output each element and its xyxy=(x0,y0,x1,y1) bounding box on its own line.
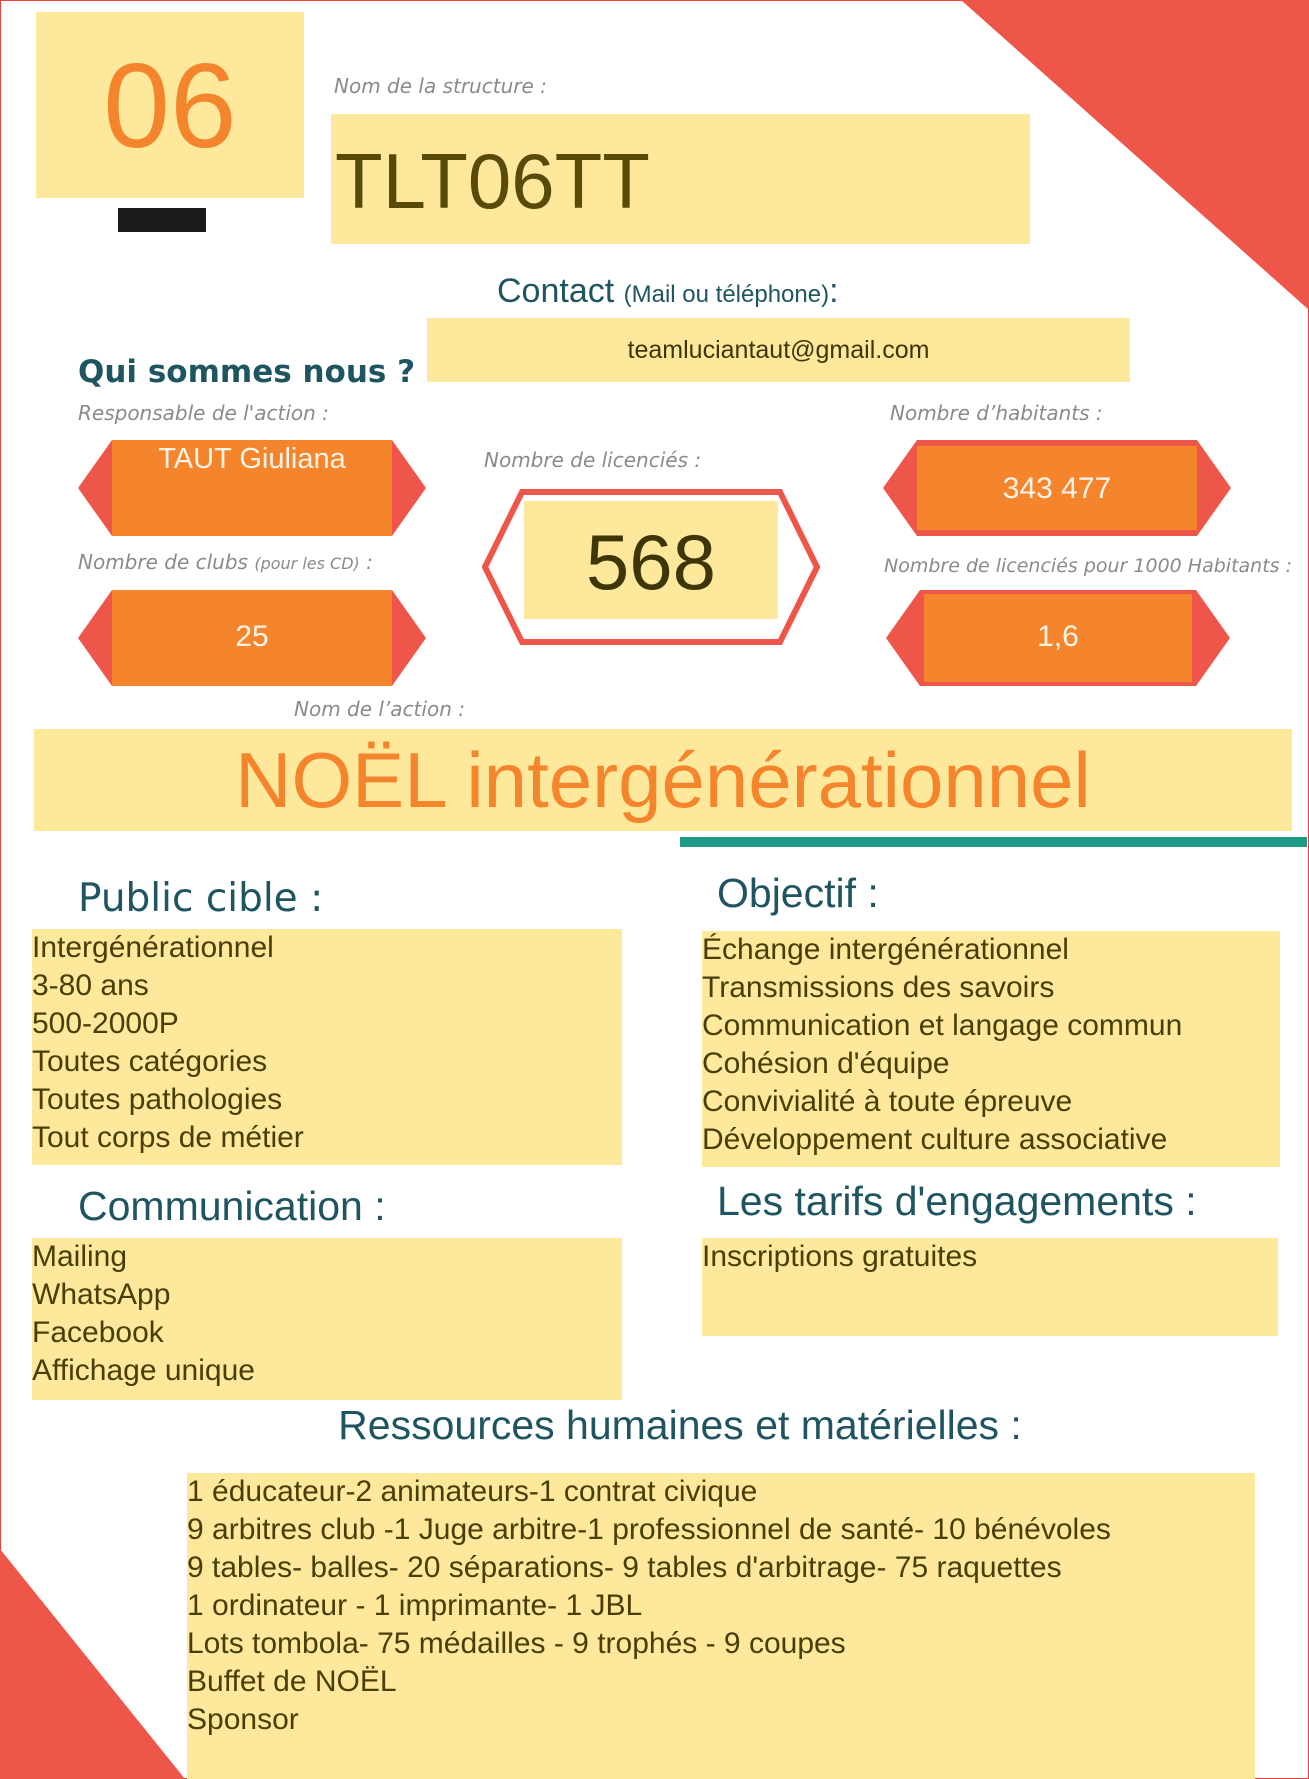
contact-label-main: Contact xyxy=(497,272,615,310)
list-item: Transmissions des savoirs xyxy=(702,971,1055,1004)
habitants-label: Nombre d’habitants : xyxy=(890,401,1103,425)
objectif-title: Objectif : xyxy=(717,870,879,916)
licencies-hex: 568 xyxy=(482,489,820,645)
clubs-label-sub: (pour les CD) xyxy=(254,554,360,573)
list-item: 1 éducateur-2 animateurs-1 contrat civiq… xyxy=(187,1475,758,1508)
list-item: Sponsor xyxy=(187,1703,299,1736)
list-item: Affichage unique xyxy=(32,1354,255,1387)
list-item: Intergénérationnel xyxy=(32,931,274,964)
list-item: Développement culture associative xyxy=(702,1123,1168,1156)
responsable-hex-shape xyxy=(78,440,426,536)
list-item: 3-80 ans xyxy=(32,969,149,1002)
structure-label: Nom de la structure : xyxy=(334,74,547,98)
clubs-hex-shape xyxy=(78,590,426,686)
list-item: Facebook xyxy=(32,1316,164,1349)
structure-name: TLT06TT xyxy=(335,137,650,225)
list-item: Convivialité à toute épreuve xyxy=(702,1085,1073,1118)
list-item: Toutes pathologies xyxy=(32,1083,283,1116)
department-box: 06 xyxy=(36,12,304,198)
list-item: WhatsApp xyxy=(32,1278,171,1311)
clubs-label-colon: : xyxy=(366,550,373,574)
action-label: Nom de l’action : xyxy=(294,697,465,721)
ressources-title: Ressources humaines et matérielles : xyxy=(338,1402,1022,1448)
contact-value: teamluciantaut@gmail.com xyxy=(627,336,930,364)
habitants-hex-shape xyxy=(883,440,1231,536)
list-item: Cohésion d'équipe xyxy=(702,1047,950,1080)
communication-title: Communication : xyxy=(78,1183,386,1229)
communication-box: Mailing WhatsApp Facebook Affichage uniq… xyxy=(32,1238,622,1400)
list-item: Mailing xyxy=(32,1240,128,1273)
action-box: NOËL intergénérationnel xyxy=(34,729,1292,831)
clubs-hex: 25 xyxy=(78,590,426,686)
list-item: Lots tombola- 75 médailles - 9 trophés -… xyxy=(187,1627,846,1660)
responsable-hex: TAUT Giuliana xyxy=(78,440,426,536)
habitants-hex: 343 477 xyxy=(883,440,1231,536)
list-item: Communication et langage commun xyxy=(702,1009,1183,1042)
public-title: Public cible : xyxy=(78,876,324,921)
ressources-box: 1 éducateur-2 animateurs-1 contrat civiq… xyxy=(187,1473,1255,1779)
list-item: Inscriptions gratuites xyxy=(702,1240,978,1273)
licencies-hex-shape xyxy=(482,489,820,645)
clubs-label: Nombre de clubs (pour les CD) : xyxy=(78,550,373,574)
contact-label: Contact (Mail ou téléphone): xyxy=(497,272,839,311)
clubs-value: 25 xyxy=(235,620,269,653)
list-item: 1 ordinateur - 1 imprimante- 1 JBL xyxy=(187,1589,643,1622)
list-item: Tout corps de métier xyxy=(32,1121,304,1154)
ratio-hex: 1,6 xyxy=(886,590,1230,686)
action-name: NOËL intergénérationnel xyxy=(235,736,1091,824)
department-number: 06 xyxy=(103,39,237,173)
redaction-bar xyxy=(118,208,206,232)
licencies-label: Nombre de licenciés : xyxy=(484,448,702,472)
public-box: Intergénérationnel 3-80 ans 500-2000P To… xyxy=(32,929,622,1165)
objectif-box: Échange intergénérationnel Transmissions… xyxy=(702,931,1280,1167)
list-item: 500-2000P xyxy=(32,1007,179,1040)
tarifs-title: Les tarifs d'engagements : xyxy=(717,1178,1197,1224)
corner-triangle-bottom-left xyxy=(0,1549,185,1779)
ratio-hex-shape xyxy=(886,590,1230,686)
clubs-label-main: Nombre de clubs xyxy=(78,550,248,574)
list-item: 9 tables- balles- 20 séparations- 9 tabl… xyxy=(187,1551,1062,1584)
about-title: Qui sommes nous ? xyxy=(78,354,416,390)
teal-divider xyxy=(680,837,1307,847)
tarifs-box: Inscriptions gratuites xyxy=(702,1238,1278,1336)
responsable-label: Responsable de l'action : xyxy=(78,401,329,425)
structure-box: TLT06TT xyxy=(331,114,1030,244)
ratio-value: 1,6 xyxy=(1037,620,1079,653)
list-item: Toutes catégories xyxy=(32,1045,268,1078)
licencies-value: 568 xyxy=(585,518,717,606)
list-item: 9 arbitres club -1 Juge arbitre-1 profes… xyxy=(187,1513,1111,1546)
list-item: Échange intergénérationnel xyxy=(702,933,1069,966)
ratio-label: Nombre de licenciés pour 1000 Habitants … xyxy=(884,555,1292,577)
contact-label-sub: (Mail ou téléphone) xyxy=(623,281,830,308)
contact-box: teamluciantaut@gmail.com xyxy=(427,318,1130,382)
contact-label-colon: : xyxy=(829,272,839,310)
list-item: Buffet de NOËL xyxy=(187,1665,397,1698)
habitants-value: 343 477 xyxy=(1002,472,1112,505)
responsable-value: TAUT Giuliana xyxy=(158,443,346,475)
